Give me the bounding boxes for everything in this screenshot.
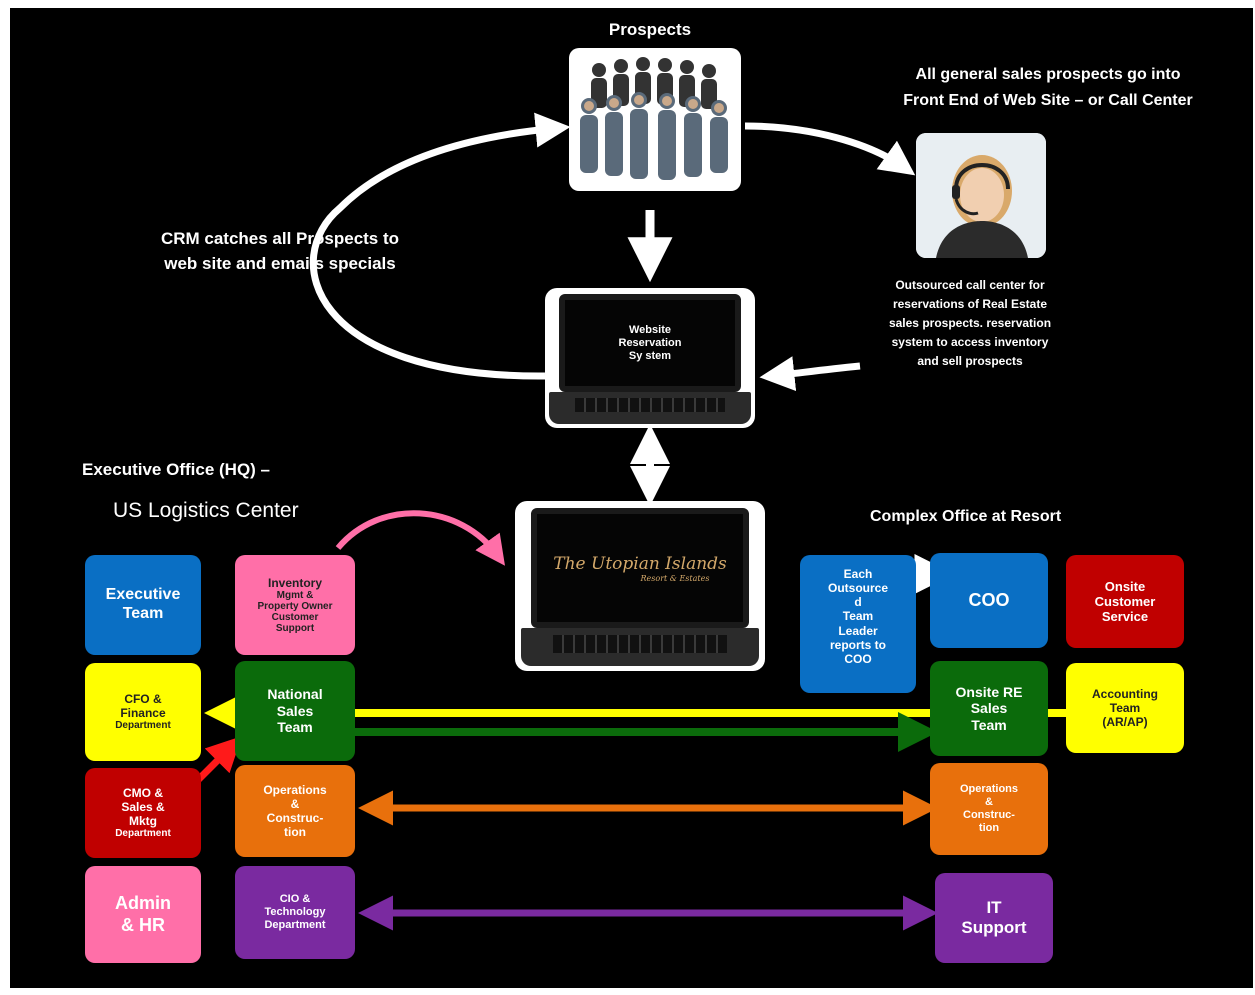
- resort-office-title: Complex Office at Resort: [870, 508, 1062, 525]
- inventory-to-laptop-arrow: [335, 510, 506, 566]
- executive-team-box: Executive Team: [85, 555, 201, 655]
- website-laptop: Website Reservation Sy stem: [545, 288, 755, 428]
- hq-title: Executive Office (HQ) –: [82, 460, 271, 479]
- prospects-to-callcenter-arrow: [744, 122, 916, 176]
- inventory-title: Inventory: [267, 575, 322, 590]
- outsourced-team-leader-box: Each Outsource d Team Leader reports to …: [800, 555, 916, 693]
- admin-hr-box: Admin & HR: [85, 866, 201, 963]
- cfo-subtitle: Department: [115, 720, 171, 732]
- prospects-title: Prospects: [608, 20, 692, 39]
- onsite-customer-service-box: Onsite Customer Service: [1066, 555, 1184, 648]
- it-support-box: IT Support: [935, 873, 1053, 963]
- onsite-re-sales-team-box: Onsite RE Sales Team: [930, 661, 1048, 756]
- operations-resort-box: Operations & Construc- tion: [930, 763, 1048, 855]
- operations-hq-box: Operations & Construc- tion: [235, 765, 355, 857]
- brand-name: The Utopian Islands: [553, 553, 727, 574]
- crowd-icon: [580, 57, 728, 180]
- crm-loop-arrow: [309, 112, 571, 380]
- web-call-center-note: All general sales prospects go into Fron…: [903, 66, 1193, 109]
- cfo-box: CFO & Finance Department: [85, 663, 201, 761]
- inventory-subtitle: Mgmt & Property Owner Customer Support: [257, 590, 333, 635]
- inventory-box: Inventory Mgmt & Property Owner Customer…: [235, 555, 355, 655]
- cmo-title: CMO & Sales & Mktg: [121, 785, 165, 829]
- website-laptop-screen: Website Reservation Sy stem: [559, 294, 741, 392]
- prospects-photo: [569, 48, 741, 191]
- headset-agent-icon: [916, 133, 1046, 258]
- brand-tagline: Resort & Estates: [640, 573, 710, 583]
- cmo-to-national-sales-arrow: [195, 736, 242, 783]
- cmo-box: CMO & Sales & Mktg Department: [85, 768, 201, 858]
- callcenter-to-website-arrow: [759, 356, 861, 392]
- national-sales-team-box: National Sales Team: [235, 661, 355, 761]
- hq-subtitle: US Logistics Center: [113, 499, 299, 522]
- utopian-laptop-screen: The Utopian Islands Resort & Estates: [531, 508, 749, 628]
- cmo-subtitle: Department: [115, 828, 171, 840]
- call-center-photo: [916, 133, 1046, 258]
- crm-note: CRM catches all Prospects to web site an…: [160, 229, 400, 273]
- diagram-canvas: Prospects All general sales prospects go…: [10, 8, 1253, 988]
- cio-box: CIO & Technology Department: [235, 866, 355, 959]
- cfo-title: CFO & Finance: [120, 691, 166, 721]
- call-center-note: Outsourced call center for reservations …: [888, 278, 1052, 368]
- utopian-laptop: The Utopian Islands Resort & Estates: [515, 501, 765, 671]
- website-screen-text: Website Reservation Sy stem: [618, 323, 682, 362]
- arrows-layer: [195, 112, 1068, 931]
- accounting-team-box: Accounting Team (AR/AP): [1066, 663, 1184, 753]
- coo-box: COO: [930, 553, 1048, 648]
